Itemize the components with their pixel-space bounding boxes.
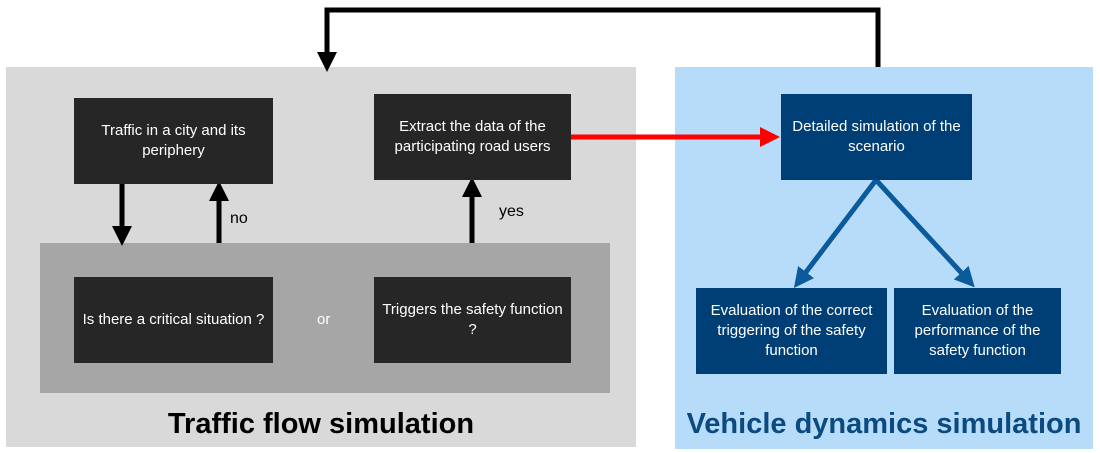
feedback-loop-arrow <box>317 7 881 72</box>
traffic-city-box: Traffic in a city and its periphery <box>74 98 273 184</box>
no-label: no <box>230 210 248 227</box>
traffic-flow-title: Traffic flow simulation <box>167 408 475 440</box>
vehicle-dynamics-title: Vehicle dynamics simulation <box>686 408 1082 440</box>
yes-label: yes <box>499 203 524 220</box>
or-label: or <box>317 311 331 328</box>
eval-triggering-box: Evaluation of the correct triggering of … <box>696 288 887 374</box>
detailed-simulation-box: Detailed simulation of the scenario <box>781 94 972 180</box>
critical-situation-box: Is there a critical situation ? <box>74 277 273 363</box>
extract-data-box: Extract the data of the participating ro… <box>374 94 571 180</box>
triggers-safety-box: Triggers the safety function ? <box>374 277 571 363</box>
eval-performance-box: Evaluation of the performance of the saf… <box>894 288 1061 374</box>
